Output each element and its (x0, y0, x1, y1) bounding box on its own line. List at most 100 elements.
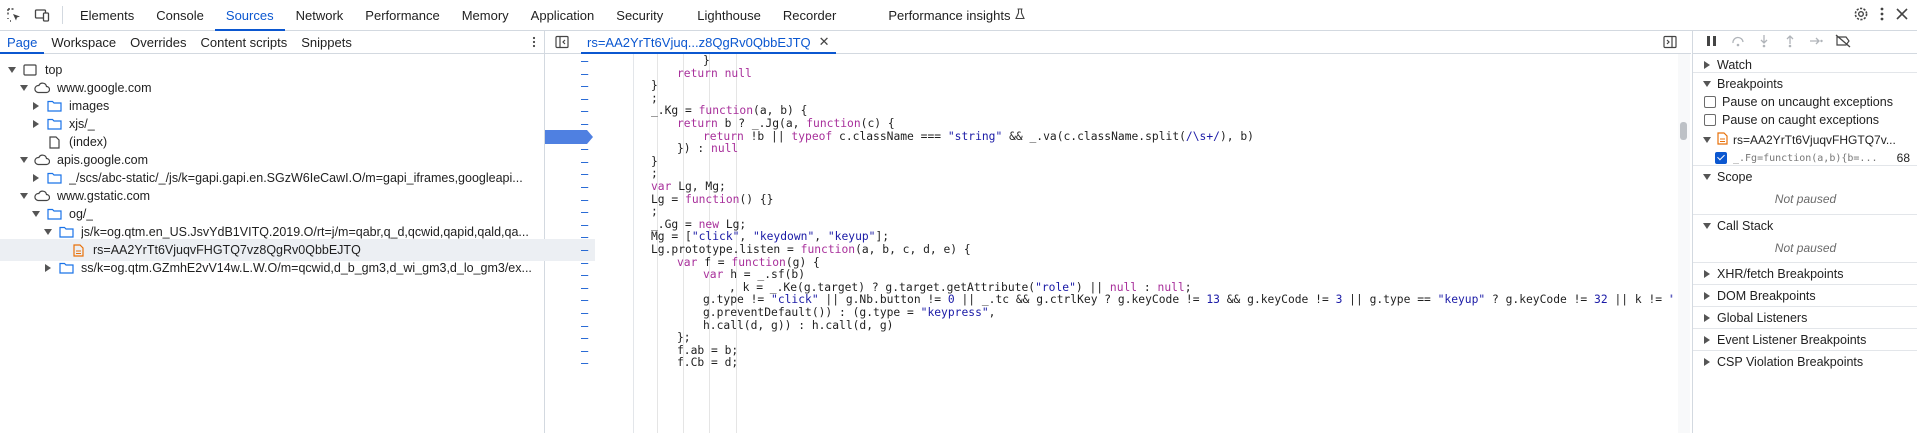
pause-caught-row[interactable]: Pause on caught exceptions (1693, 109, 1917, 131)
navigator-tab-snippets[interactable]: Snippets (301, 34, 352, 50)
line-dash-marker[interactable]: – (581, 255, 589, 270)
code-line[interactable]: return null (677, 66, 752, 80)
chevron-down-icon[interactable] (43, 227, 53, 237)
tab-performance-insights[interactable]: Performance insights (877, 0, 1036, 30)
line-dash-marker[interactable]: – (581, 104, 589, 119)
line-dash-marker[interactable]: – (581, 154, 589, 169)
line-dash-marker[interactable]: – (581, 79, 589, 94)
settings-icon[interactable] (1853, 6, 1869, 25)
line-dash-marker[interactable]: – (581, 331, 589, 346)
scrollbar-thumb[interactable] (1680, 122, 1687, 140)
chevron-down-icon[interactable] (7, 65, 17, 75)
pause-uncaught-checkbox[interactable] (1704, 96, 1716, 108)
chevron-down-icon[interactable] (19, 191, 29, 201)
code-line[interactable]: } (651, 79, 658, 93)
line-dash-marker[interactable]: – (581, 243, 589, 257)
navigator-tab-content-scripts[interactable]: Content scripts (200, 34, 288, 50)
code-line[interactable]: }) : null (677, 142, 739, 156)
line-dash-marker[interactable]: – (581, 167, 589, 182)
line-dash-marker[interactable]: – (581, 293, 589, 308)
tree-item[interactable]: www.google.com (0, 77, 559, 99)
tree-item[interactable]: xjs/_ (0, 113, 571, 135)
tree-item[interactable]: rs=AA2YrTt6VjuqvFHGTQ7vz8QgRv0QbbEJTQ (0, 239, 595, 261)
line-dash-marker[interactable]: – (581, 66, 589, 81)
dom-breakpoints-section[interactable]: DOM Breakpoints (1693, 284, 1917, 307)
code-line[interactable]: _.Kg = function(a, b) { (651, 104, 808, 118)
tree-item[interactable]: images (0, 95, 571, 117)
code-line[interactable]: Lg = function() {} (651, 192, 774, 206)
global-listeners-section[interactable]: Global Listeners (1693, 306, 1917, 329)
tree-item[interactable]: og/_ (0, 203, 571, 225)
code-line[interactable]: g.type != "click" || g.Nb.button != 0 ||… (703, 293, 1673, 307)
tab-application[interactable]: Application (520, 0, 606, 30)
line-dash-marker[interactable]: – (581, 180, 589, 194)
code-line[interactable]: var f = function(g) { (677, 255, 820, 269)
code-line[interactable]: , k = _.Ke(g.target) ? g.target.getAttri… (729, 280, 1192, 294)
line-dash-marker[interactable]: – (581, 217, 589, 232)
code-line[interactable]: f.Cb = d; (677, 356, 739, 370)
line-dash-marker[interactable]: – (581, 91, 589, 106)
scope-section[interactable]: Scope (1693, 165, 1917, 188)
line-dash-marker[interactable]: – (581, 54, 589, 68)
code-line[interactable]: var h = _.sf(b) (703, 268, 806, 282)
tree-item[interactable]: ss/k=og.qtm.GZmhE2vV14w.L.W.O/m=qcwid,d_… (0, 257, 583, 279)
code-line[interactable]: } (703, 54, 710, 67)
tab-recorder[interactable]: Recorder (772, 0, 847, 30)
watch-section[interactable]: Watch (1693, 54, 1917, 76)
breakpoints-section[interactable]: Breakpoints (1693, 72, 1917, 95)
chevron-down-icon[interactable] (19, 155, 29, 165)
code-line[interactable]: h.call(d, g)) : h.call(d, g) (703, 318, 894, 332)
chevron-down-icon[interactable] (19, 83, 29, 93)
line-dash-marker[interactable]: – (581, 306, 589, 320)
code-line[interactable]: ; (651, 205, 658, 219)
xhr-breakpoints-section[interactable]: XHR/fetch Breakpoints (1693, 262, 1917, 285)
tab-network[interactable]: Network (285, 0, 355, 30)
event-listener-breakpoints-section[interactable]: Event Listener Breakpoints (1693, 328, 1917, 351)
pause-resume-icon[interactable] (1705, 34, 1719, 51)
inspect-element-icon[interactable] (0, 0, 28, 30)
pause-uncaught-row[interactable]: Pause on uncaught exceptions (1693, 91, 1917, 113)
tab-security[interactable]: Security (605, 0, 674, 30)
tree-item[interactable]: apis.google.com (0, 149, 559, 171)
line-dash-marker[interactable]: – (581, 268, 589, 283)
csp-violation-breakpoints-section[interactable]: CSP Violation Breakpoints (1693, 350, 1917, 373)
code-line[interactable]: g.preventDefault()) : (g.type = "keypres… (703, 306, 996, 319)
chevron-down-icon[interactable] (31, 209, 41, 219)
tab-elements[interactable]: Elements (69, 0, 145, 30)
tab-sources[interactable]: Sources (214, 0, 285, 31)
navigator-tab-page[interactable]: Page (0, 31, 45, 54)
line-dash-marker[interactable]: – (581, 280, 589, 295)
tab-lighthouse[interactable]: Lighthouse (686, 0, 772, 30)
tree-item[interactable]: (index) (0, 131, 571, 153)
line-dash-marker[interactable]: – (581, 117, 589, 131)
line-gutter[interactable]: –––––––––––––––––––––––– (545, 54, 634, 433)
chevron-right-icon[interactable] (31, 119, 41, 129)
code-line[interactable]: _.Gg = new Lg; (651, 217, 747, 231)
navigator-tab-overrides[interactable]: Overrides (130, 34, 187, 50)
code-line[interactable]: f.ab = b; (677, 343, 739, 357)
deactivate-breakpoints-icon[interactable] (1835, 34, 1851, 51)
file-tab[interactable]: rs=AA2YrTt6Vjuq...z8QgRv0QbbEJTQ ✕ (581, 31, 836, 54)
code-line[interactable]: Lg.prototype.listen = function(a, b, c, … (651, 243, 971, 256)
line-dash-marker[interactable]: – (581, 192, 589, 207)
code-line[interactable]: return !b || typeof c.className === "str… (703, 129, 1254, 143)
chevron-right-icon[interactable] (31, 101, 41, 111)
tree-item[interactable]: _/scs/abc-static/_/js/k=gapi.gapi.en.SGz… (0, 167, 571, 189)
tab-memory[interactable]: Memory (451, 0, 520, 30)
tree-item[interactable]: js/k=og.qtm.en_US.JsvYdB1VITQ.2019.O/rt=… (0, 221, 583, 243)
chevron-right-icon[interactable] (43, 263, 53, 273)
line-dash-marker[interactable]: – (581, 343, 589, 358)
call-stack-section[interactable]: Call Stack (1693, 214, 1917, 237)
line-dash-marker[interactable]: – (581, 356, 589, 371)
navigator-more-icon[interactable] (532, 31, 536, 53)
line-dash-marker[interactable]: – (581, 205, 589, 220)
close-tab-icon[interactable]: ✕ (818, 34, 830, 49)
navigator-tab-workspace[interactable]: Workspace (51, 34, 117, 50)
breakpoint-marker[interactable] (545, 129, 595, 145)
code-line[interactable]: }; (677, 331, 691, 345)
line-dash-marker[interactable]: – (581, 318, 589, 333)
device-toolbar-icon[interactable] (28, 0, 56, 30)
line-dash-marker[interactable]: – (581, 230, 589, 245)
code-line[interactable]: return b ? _.Jg(a, function(c) { (677, 117, 895, 130)
code-area[interactable]: }return null};_.Kg = function(a, b) {ret… (633, 54, 1673, 433)
